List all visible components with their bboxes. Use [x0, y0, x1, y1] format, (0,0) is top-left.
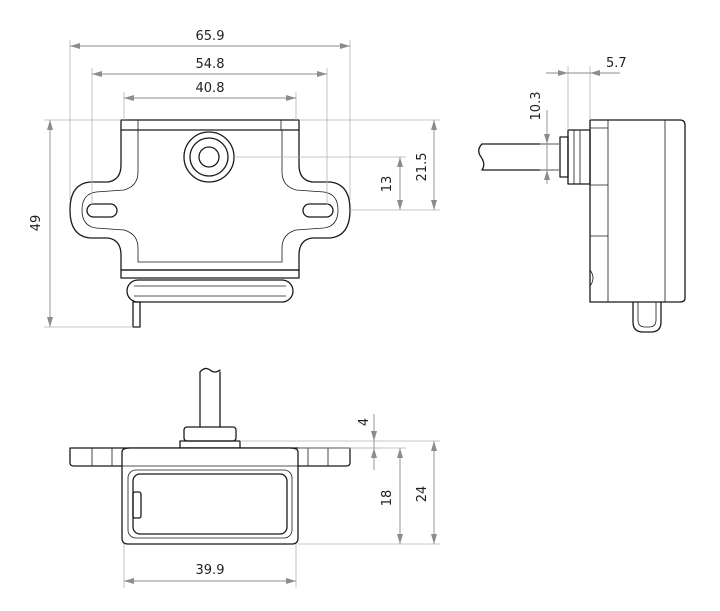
front-view: [69, 367, 351, 545]
front-view-connector-base: [179, 440, 241, 449]
dim-top-height-overall: 49: [29, 215, 44, 232]
side-view: [478, 119, 686, 333]
dim-front-height-flange: 4: [357, 418, 372, 426]
front-view-connector: [183, 426, 237, 442]
side-view-connector: [567, 129, 591, 185]
front-view-flange: [69, 447, 351, 467]
dim-top-height-holes: 13: [380, 176, 395, 193]
side-view-dimensions: 5.7 10.3: [529, 56, 627, 184]
dim-front-height-overall: 24: [415, 486, 430, 503]
dim-front-height-body: 18: [380, 490, 395, 507]
top-view-boss: [183, 131, 235, 183]
top-view-cable-strip: [126, 279, 294, 303]
dim-top-height-center: 21.5: [415, 153, 430, 182]
top-view: [69, 119, 351, 328]
top-view-pin: [132, 301, 141, 328]
top-view-body-outline: [69, 129, 351, 271]
front-view-dimensions: 4 18 24 39.9: [123, 414, 440, 588]
dim-top-width-body: 40.8: [196, 81, 225, 96]
dim-side-height-pipe: 10.3: [529, 92, 544, 121]
top-view-dimensions: 65.9 54.8 40.8 49 21.5 13: [29, 29, 440, 328]
dim-top-width-holes: 54.8: [196, 57, 225, 72]
top-view-left-slot: [86, 203, 118, 218]
front-view-body: [121, 447, 299, 545]
side-view-collar: [559, 136, 569, 178]
top-view-right-slot: [302, 203, 334, 218]
dim-side-width-connector: 5.7: [606, 56, 627, 71]
top-view-lower-rail: [120, 269, 300, 279]
dim-front-width-body: 39.9: [196, 563, 225, 578]
side-view-loop: [632, 301, 662, 333]
side-view-housing: [589, 119, 686, 303]
top-view-upper-rail: [120, 119, 300, 131]
top-view-port: [198, 146, 220, 168]
dim-top-width-overall: 65.9: [196, 29, 225, 44]
front-view-latch: [132, 491, 142, 519]
